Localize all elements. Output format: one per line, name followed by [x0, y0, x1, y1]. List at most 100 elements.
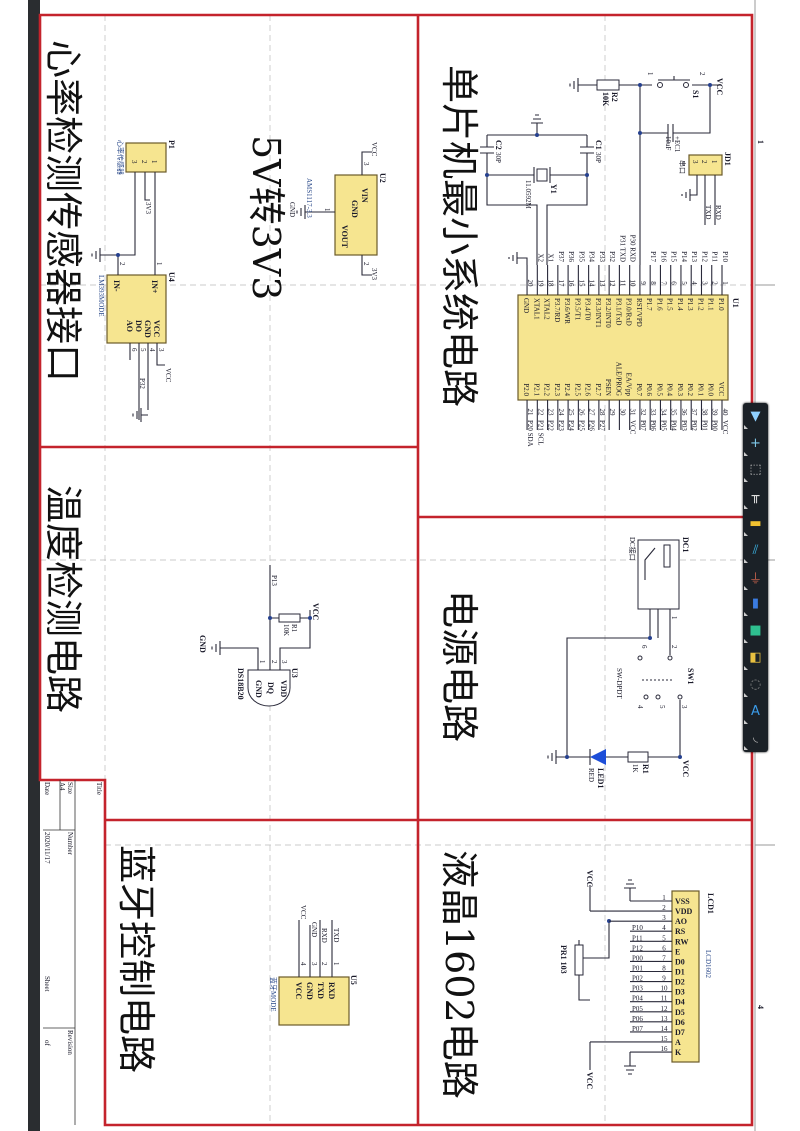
- sheet-symbol-icon[interactable]: ■: [743, 617, 768, 644]
- wire-icon[interactable]: ⫽: [743, 537, 768, 564]
- temp-sensor-circuit[interactable]: VDD DQ GND 1 2 3 U3 DS18B20 R1 10K VCC G…: [198, 565, 320, 707]
- pin-name: P1.4: [676, 298, 684, 311]
- lcd-pin[interactable]: AO3: [609, 914, 687, 926]
- net-label: P03: [632, 985, 643, 993]
- pin-name: ALE/PROG: [614, 362, 622, 396]
- pin-number: 5: [662, 934, 666, 942]
- serial-header-jd1[interactable]: 1 2 3 JD1 串口 RXD TXD: [678, 152, 732, 225]
- pin-number: 1: [710, 160, 718, 164]
- device-icon[interactable]: ◧: [743, 644, 768, 671]
- pin-number: 13: [661, 1015, 669, 1023]
- pin-number: 3: [691, 160, 699, 164]
- capacitor-ec1: [667, 124, 674, 142]
- text-icon[interactable]: A: [743, 698, 768, 725]
- pin-number: 14: [661, 1025, 669, 1033]
- pin-name: P0.4: [666, 383, 674, 396]
- mcu-pin[interactable]: ALE/PROG 30: [614, 362, 626, 430]
- power-circuit[interactable]: DC1 DC接口 SW1 SW-DPDT 1 2 3 4 5 6 R1 1K L…: [547, 537, 695, 788]
- pin-number: 2: [670, 645, 678, 649]
- mcu-u1[interactable]: U1 P1.01P10P1.12P11P1.23P12P1.34P13P1.45…: [517, 235, 740, 447]
- pin-number: 29: [608, 409, 616, 417]
- lcd1602[interactable]: LCD1 LCD1602 PR1 103 VCC VCC VSS1VDD2AO3…: [559, 870, 715, 1090]
- filter-icon[interactable]: ▼: [743, 403, 768, 430]
- lcd-pin[interactable]: A15: [590, 1035, 681, 1047]
- power-port-icon[interactable]: ⏚: [743, 564, 768, 591]
- net-label: P25: [577, 420, 585, 431]
- revision-field: Revision: [66, 1030, 74, 1055]
- pin-number: 4: [299, 962, 307, 966]
- lcd-pin[interactable]: K16: [630, 1045, 682, 1057]
- align-icon[interactable]: ╥: [743, 483, 768, 510]
- schematic-toolbar[interactable]: ▼+⬚╥▬⫽⏚▮■◧◌A◟: [743, 403, 768, 752]
- circle-icon[interactable]: ◌: [743, 671, 768, 698]
- heart-sensor-circuit[interactable]: P1 心率传感器 1 2 3 3V3 U4 LM393MODE IN+ IN- …: [91, 140, 176, 422]
- pin-number: 2: [362, 262, 370, 266]
- pin-name: VCC: [717, 382, 725, 397]
- component-icon[interactable]: ▬: [743, 510, 768, 537]
- pin-name: GND: [254, 680, 263, 698]
- bluetooth-module-u5[interactable]: RXD TXD GND VCC TXD RXD GND VCC 1 2 3 4 …: [269, 905, 358, 1026]
- net-label: RXD: [320, 928, 328, 943]
- pin-name: D1: [675, 967, 685, 976]
- select-rect-icon[interactable]: ⬚: [743, 457, 768, 484]
- pin-name: P1.5: [666, 298, 674, 311]
- crosshair-icon[interactable]: +: [743, 430, 768, 457]
- pin-number: 30: [618, 409, 626, 417]
- regulator-u2[interactable]: VIN GND VOUT VCC 3V3 GND U2 AMS1117-3.3 …: [288, 142, 387, 281]
- arc-icon[interactable]: ◟: [743, 725, 768, 752]
- port-icon[interactable]: ▮: [743, 591, 768, 618]
